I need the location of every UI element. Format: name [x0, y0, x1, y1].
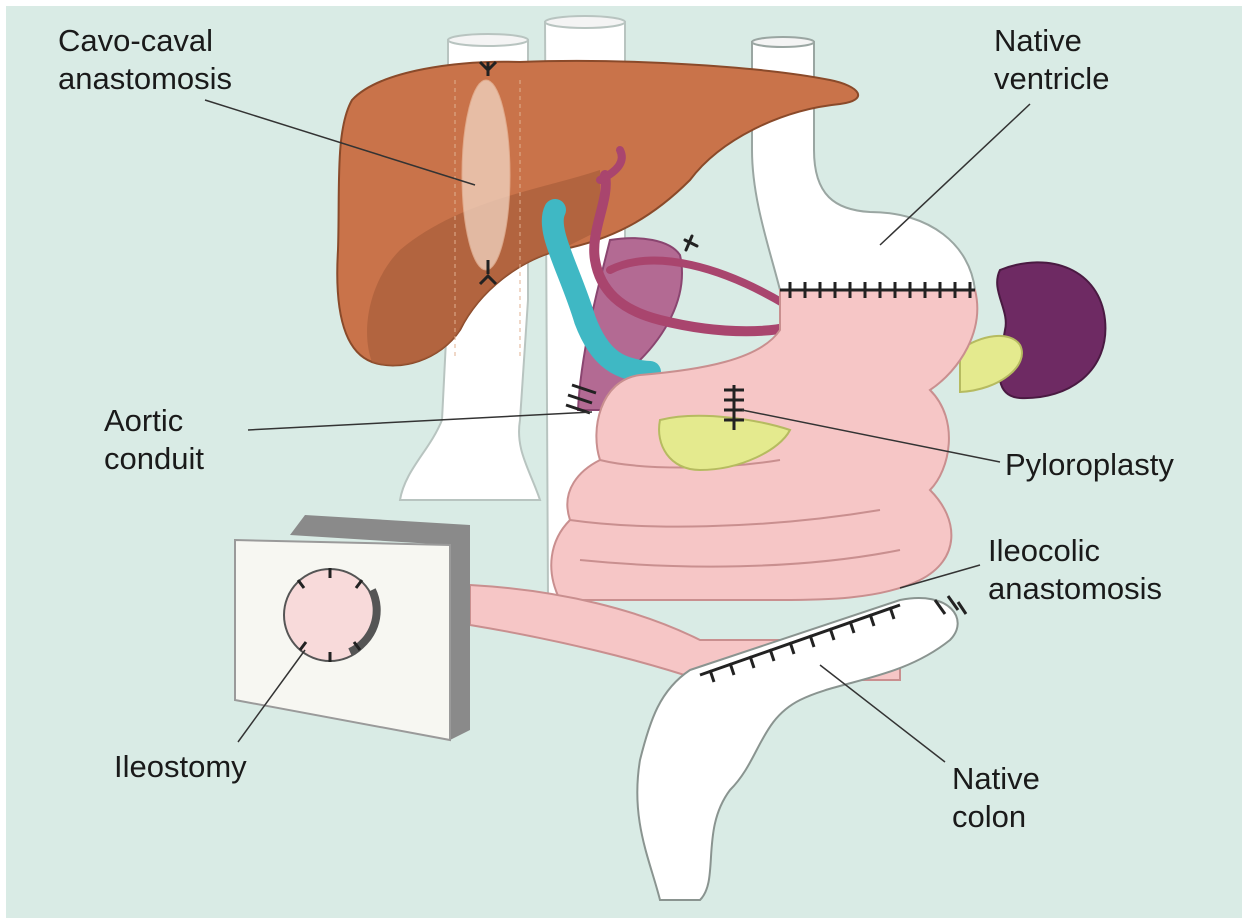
label-line: colon [952, 798, 1040, 836]
label-line: anastomosis [988, 570, 1162, 608]
label-line: Aortic [104, 402, 204, 440]
label-line: Cavo-caval [58, 22, 232, 60]
label-line: Ileostomy [114, 748, 247, 786]
label-line: Native [994, 22, 1109, 60]
label-line: conduit [104, 440, 204, 478]
label-line: anastomosis [58, 60, 232, 98]
label-line: Native [952, 760, 1040, 798]
label-ileocolic-anastomosis: Ileocolic anastomosis [988, 532, 1162, 608]
label-aortic-conduit: Aortic conduit [104, 402, 204, 478]
label-native-ventricle: Native ventricle [994, 22, 1109, 98]
label-pyloroplasty: Pyloroplasty [1005, 446, 1174, 484]
spleen [997, 262, 1105, 398]
label-line: Ileocolic [988, 532, 1162, 570]
label-native-colon: Native colon [952, 760, 1040, 836]
label-cavo-caval-anastomosis: Cavo-caval anastomosis [58, 22, 232, 98]
label-ileostomy: Ileostomy [114, 748, 247, 786]
label-line: ventricle [994, 60, 1109, 98]
abdominal-wall [235, 515, 470, 740]
label-line: Pyloroplasty [1005, 446, 1174, 484]
